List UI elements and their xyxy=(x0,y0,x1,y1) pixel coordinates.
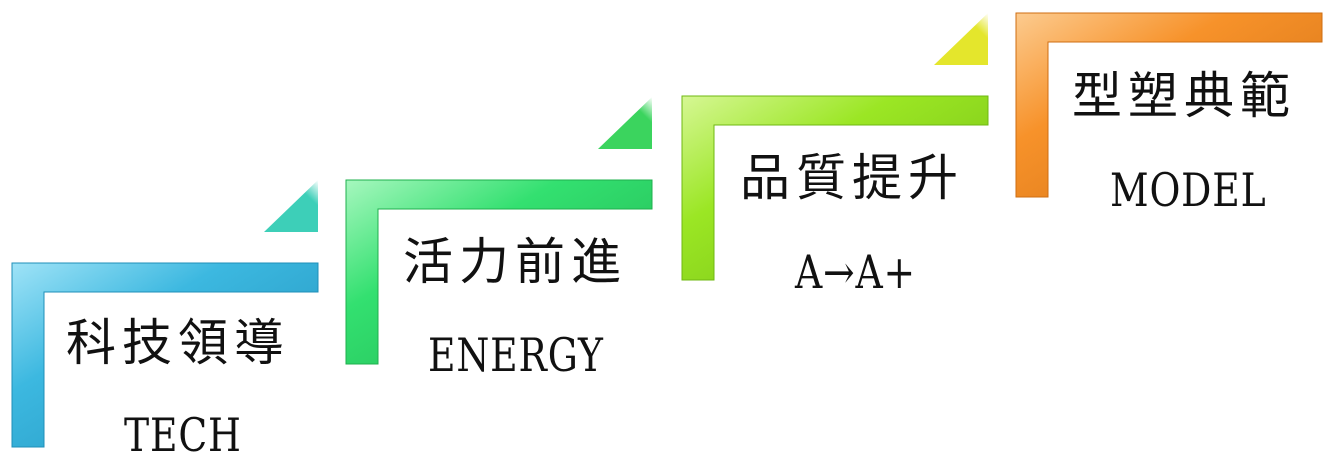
step-4-bracket xyxy=(1015,12,1323,198)
step-4-title: 型塑典範 xyxy=(1072,67,1296,125)
step-1-bracket xyxy=(11,262,319,448)
step-2-bracket xyxy=(345,179,653,365)
step-1-subtitle: TECH xyxy=(124,408,242,462)
step-3 xyxy=(681,13,989,281)
step-3-bracket xyxy=(681,95,989,281)
step-3-subtitle: A→A+ xyxy=(795,245,916,299)
step-2-triangle xyxy=(598,97,652,149)
step-1-title: 科技領導 xyxy=(66,314,290,372)
step-2-subtitle: ENERGY xyxy=(428,328,604,382)
step-4-subtitle: MODEL xyxy=(1110,163,1267,217)
step-1-triangle xyxy=(264,180,318,232)
step-2 xyxy=(345,97,653,365)
step-3-title: 品質提升 xyxy=(740,149,964,207)
step-2-title: 活力前進 xyxy=(403,233,627,291)
step-3-triangle xyxy=(934,13,988,65)
step-4 xyxy=(1015,12,1323,198)
step-1 xyxy=(11,180,319,448)
